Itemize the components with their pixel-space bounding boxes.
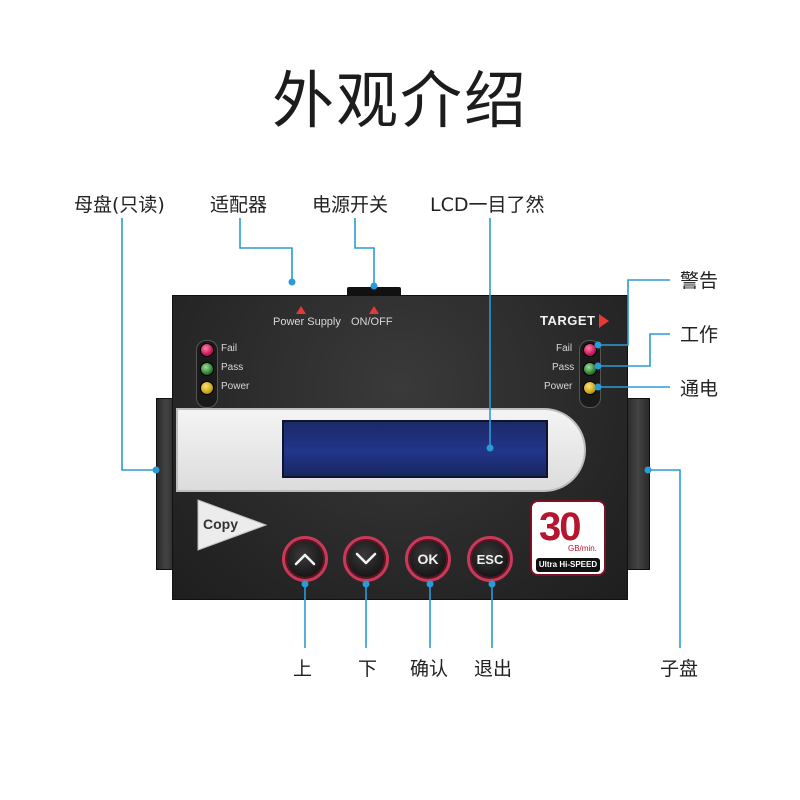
leader-dot (594, 362, 602, 370)
triangle-up-icon (369, 306, 379, 314)
page-title: 外观介绍 (271, 64, 528, 137)
leader-dot (594, 341, 602, 349)
copy-label: Copy (203, 516, 238, 532)
callout-exit: 退出 (474, 658, 513, 680)
leader-adapter (239, 218, 293, 280)
target-fail-label: Fail (556, 343, 573, 354)
leader-dot (594, 383, 602, 391)
chevron-up-icon (294, 553, 316, 566)
source-pass-led (200, 362, 214, 376)
callout-child-disk: 子盘 (660, 658, 699, 680)
leader-dot (301, 580, 309, 588)
leader-dot (644, 466, 652, 474)
on-off-label: ON/OFF (351, 316, 393, 328)
leader-working (598, 333, 670, 367)
callout-master-disk: 母盘(只读) (74, 194, 165, 216)
callout-lcd: LCD一目了然 (430, 194, 545, 216)
callout-warning: 警告 (680, 270, 719, 292)
source-fail-led (200, 343, 214, 357)
source-power-led (200, 381, 214, 395)
leader-dot (370, 282, 378, 290)
target-label: TARGET (540, 313, 596, 328)
leader-dot (426, 580, 434, 588)
source-fail-label: Fail (221, 343, 238, 354)
badge-tagline: Ultra Hi-SPEED (536, 558, 600, 572)
leader-dot (152, 466, 160, 474)
badge-number: 30 (539, 505, 581, 549)
copy-arrow-icon (197, 499, 268, 551)
chevron-down-icon (355, 552, 377, 565)
leader-dot (486, 444, 494, 452)
callout-adapter: 适配器 (210, 194, 268, 216)
lcd-screen (282, 420, 548, 478)
callout-confirm: 确认 (410, 658, 449, 680)
target-power-label: Power (544, 381, 573, 392)
leader-dot (362, 580, 370, 588)
callout-powered: 通电 (680, 378, 719, 400)
callout-up: 上 (293, 658, 313, 680)
leader-warning (598, 279, 670, 346)
target-fail-led (583, 343, 597, 357)
callout-down: 下 (358, 658, 378, 680)
ok-button-label: OK (417, 551, 439, 567)
leader-dot (288, 278, 296, 286)
callout-working: 工作 (680, 324, 719, 346)
leader-child-disk (648, 469, 681, 648)
leader-power-switch (354, 218, 375, 284)
source-pass-label: Pass (221, 362, 244, 373)
power-supply-label: Power Supply (273, 316, 341, 328)
esc-button-label: ESC (476, 551, 504, 567)
triangle-right-icon (599, 314, 609, 328)
leader-dot (488, 580, 496, 588)
leader-master-disk (121, 218, 156, 471)
callout-power-switch: 电源开关 (312, 194, 389, 216)
speed-badge: 30 GB/min. Ultra Hi-SPEED (530, 500, 606, 576)
target-pass-label: Pass (552, 362, 575, 373)
source-power-label: Power (221, 381, 250, 392)
badge-unit: GB/min. (568, 544, 597, 553)
esc-button[interactable]: ESC (467, 536, 513, 582)
ok-button[interactable]: OK (405, 536, 451, 582)
triangle-up-icon (296, 306, 306, 314)
up-button[interactable] (282, 536, 328, 582)
